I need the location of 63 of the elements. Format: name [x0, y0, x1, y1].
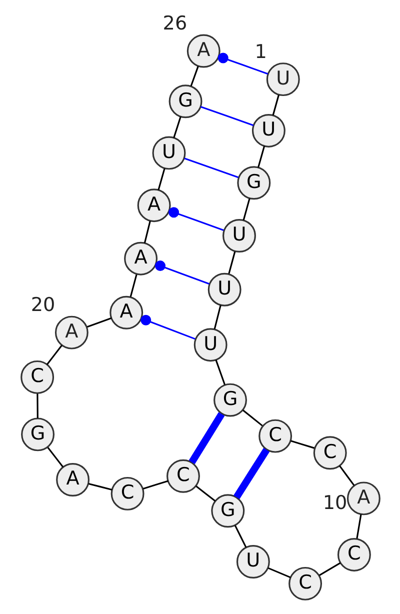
connector [233, 448, 270, 500]
node-circle: G [236, 166, 270, 200]
node-circle: G [20, 418, 54, 452]
node-circle: A [109, 296, 143, 330]
connector [140, 314, 195, 340]
connector [86, 317, 112, 328]
connector [318, 562, 340, 576]
connector [129, 274, 137, 297]
node-label: 20 [30, 293, 55, 316]
node-circle: U [251, 114, 285, 148]
connector [267, 567, 290, 578]
node-circle: A [346, 482, 380, 516]
node-circle: U [266, 62, 300, 96]
connector [154, 260, 209, 285]
node-circle: C [288, 566, 322, 600]
node-circle: U [222, 219, 256, 252]
node-circle: A [56, 463, 90, 496]
node-circle: G [213, 383, 246, 417]
connector [290, 440, 314, 449]
node-circle: C [20, 360, 54, 394]
connector [172, 116, 181, 138]
node-circle: C [258, 419, 292, 453]
connector [234, 525, 246, 548]
connector [213, 305, 221, 330]
node-circle: C [166, 459, 200, 493]
connector [195, 486, 216, 502]
connector [272, 94, 279, 116]
connector [217, 52, 268, 75]
connector [338, 465, 354, 486]
connector [36, 394, 38, 418]
node-circle: U [193, 328, 227, 362]
connector [184, 158, 238, 178]
connector [168, 207, 224, 231]
node-label: 26 [162, 12, 187, 35]
node-circle: U [207, 272, 241, 306]
connector [46, 344, 62, 365]
node-circle: U [236, 545, 270, 578]
node-circle: U [152, 136, 186, 170]
node-circle: A [54, 316, 88, 350]
connector [242, 410, 262, 426]
node-circle: C [336, 538, 370, 572]
node-label: 10 [322, 490, 347, 514]
node-circle: A [124, 242, 158, 276]
node-circle: C [312, 436, 346, 470]
node-circle: G [168, 84, 202, 118]
node-circle: A [186, 34, 220, 68]
connector [200, 106, 254, 126]
connector [256, 146, 265, 168]
node-label: 1 [254, 40, 266, 63]
connector [46, 447, 63, 468]
connector [214, 360, 225, 385]
connector [142, 480, 168, 490]
connector [242, 198, 250, 220]
node-circle: A [136, 188, 170, 222]
connector [88, 482, 112, 490]
node-circle: C [110, 476, 144, 510]
connector [228, 251, 236, 274]
connector [188, 412, 224, 464]
connector [190, 66, 198, 86]
connector [143, 220, 150, 244]
connector [356, 514, 362, 539]
connector [157, 168, 165, 190]
node-circle: G [210, 494, 244, 528]
